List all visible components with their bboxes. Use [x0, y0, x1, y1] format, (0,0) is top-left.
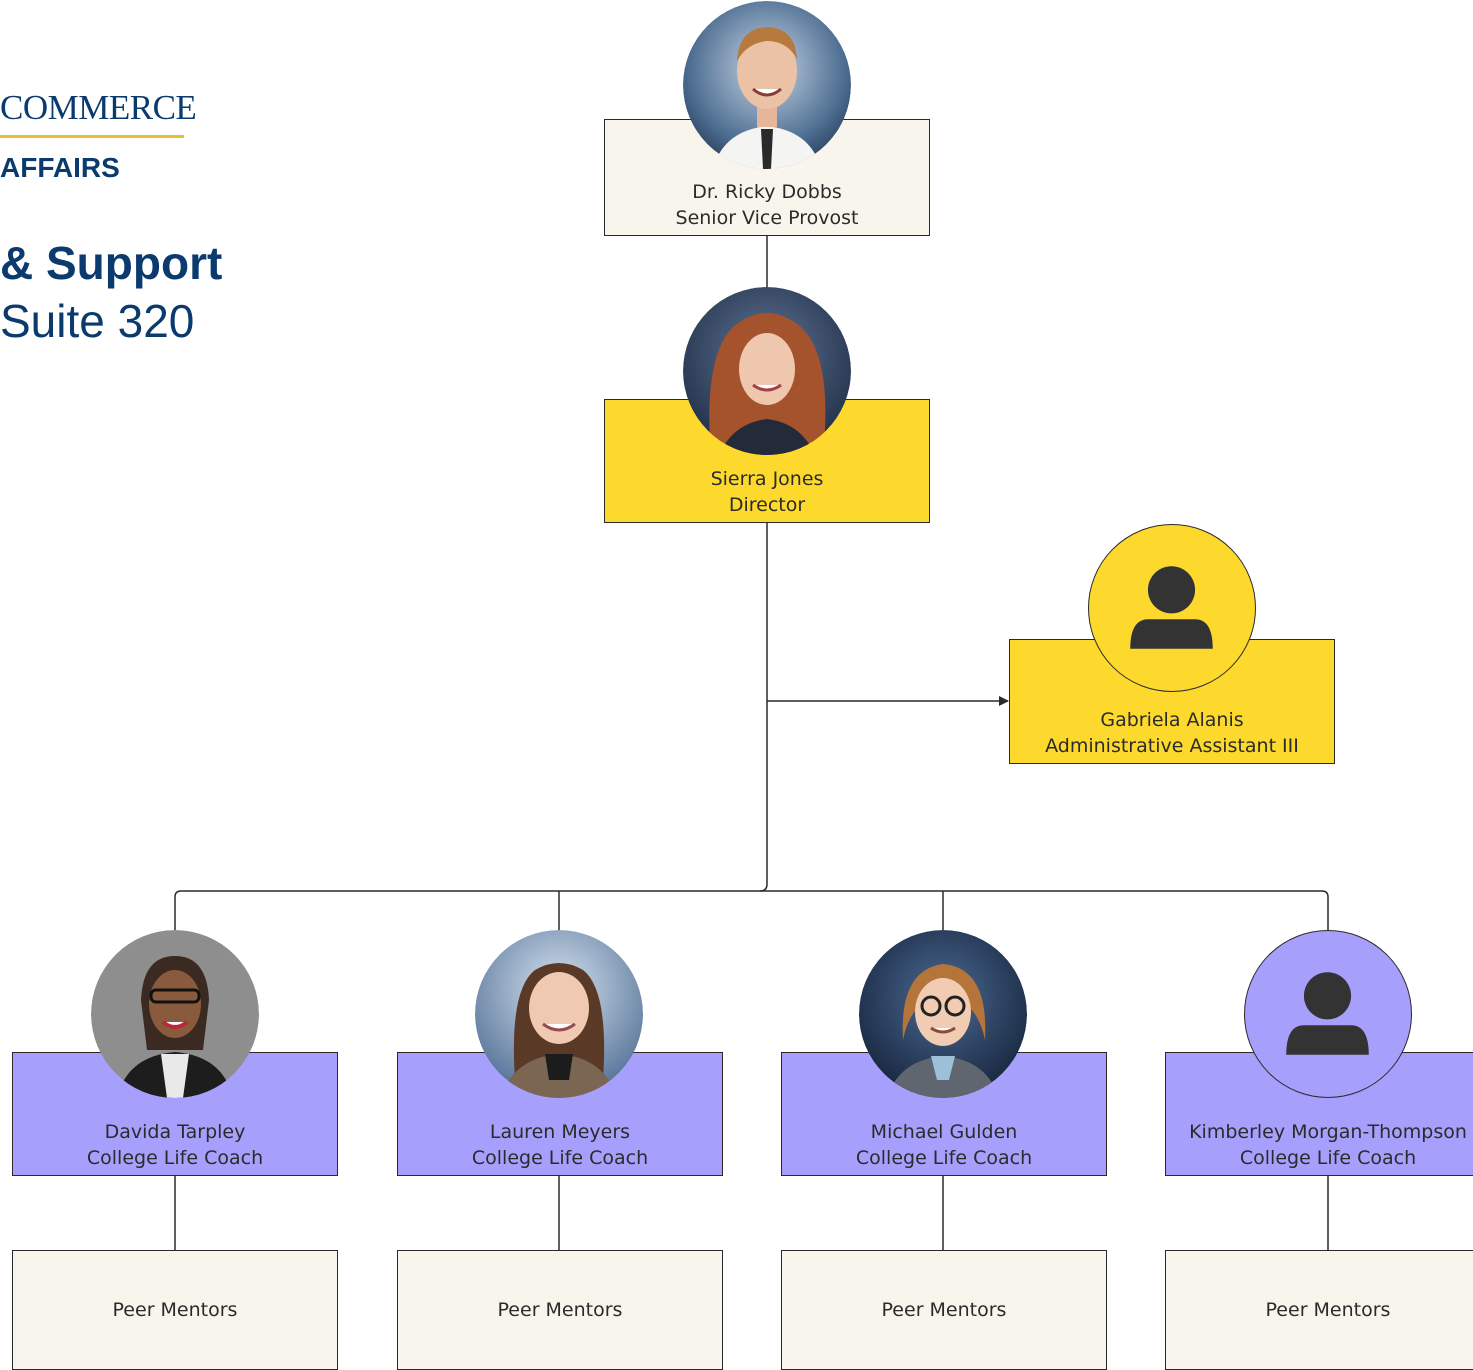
assistant-avatar-placeholder [1088, 524, 1256, 692]
person-icon [1130, 566, 1213, 649]
coach-name: Lauren Meyers [489, 1121, 631, 1143]
peer-mentors-card: Peer Mentors [781, 1250, 1107, 1370]
connector-coach-bus [174, 890, 1329, 930]
peer-mentors-label: Peer Mentors [497, 1299, 623, 1321]
coach-avatar-placeholder [1244, 930, 1412, 1098]
coach-title: College Life Coach [471, 1147, 649, 1169]
coach-title: College Life Coach [855, 1147, 1033, 1169]
connector-director-coaches [759, 523, 768, 892]
peer-mentors-label: Peer Mentors [881, 1299, 1007, 1321]
coach-name: Michael Gulden [870, 1121, 1018, 1143]
coach-photo [859, 930, 1027, 1098]
coach-photo [475, 930, 643, 1098]
provost-photo [683, 1, 851, 169]
coach-card: Lauren Meyers College Life Coach [397, 1052, 723, 1176]
office-location: Suite 320 [0, 295, 195, 347]
director-title: Director [728, 494, 806, 516]
peer-mentors-card: Peer Mentors [12, 1250, 338, 1370]
director-photo [683, 287, 851, 455]
peer-mentors-card: Peer Mentors [1165, 1250, 1473, 1370]
provost-name: Dr. Ricky Dobbs [692, 181, 842, 203]
coach-name: Davida Tarpley [104, 1121, 246, 1143]
director-name: Sierra Jones [710, 468, 824, 490]
person-icon [1286, 972, 1369, 1055]
peer-mentors-label: Peer Mentors [1265, 1299, 1391, 1321]
peer-mentors-label: Peer Mentors [112, 1299, 238, 1321]
peer-mentors-card: Peer Mentors [397, 1250, 723, 1370]
provost-title: Senior Vice Provost [675, 207, 859, 229]
coach-name: Kimberley Morgan-Thompson [1189, 1121, 1467, 1143]
assistant-title: Administrative Assistant III [1045, 735, 1299, 757]
coach-title: College Life Coach [1239, 1147, 1417, 1169]
division-name: AFFAIRS [0, 152, 120, 183]
institution-wordmark: COMMERCE [0, 88, 197, 127]
wordmark-underline [0, 135, 184, 138]
assistant-name: Gabriela Alanis [1100, 709, 1244, 731]
coach-photo [91, 930, 259, 1098]
department-title: & Support [0, 237, 223, 289]
coach-title: College Life Coach [86, 1147, 264, 1169]
director-card: Sierra Jones Director [604, 399, 930, 523]
